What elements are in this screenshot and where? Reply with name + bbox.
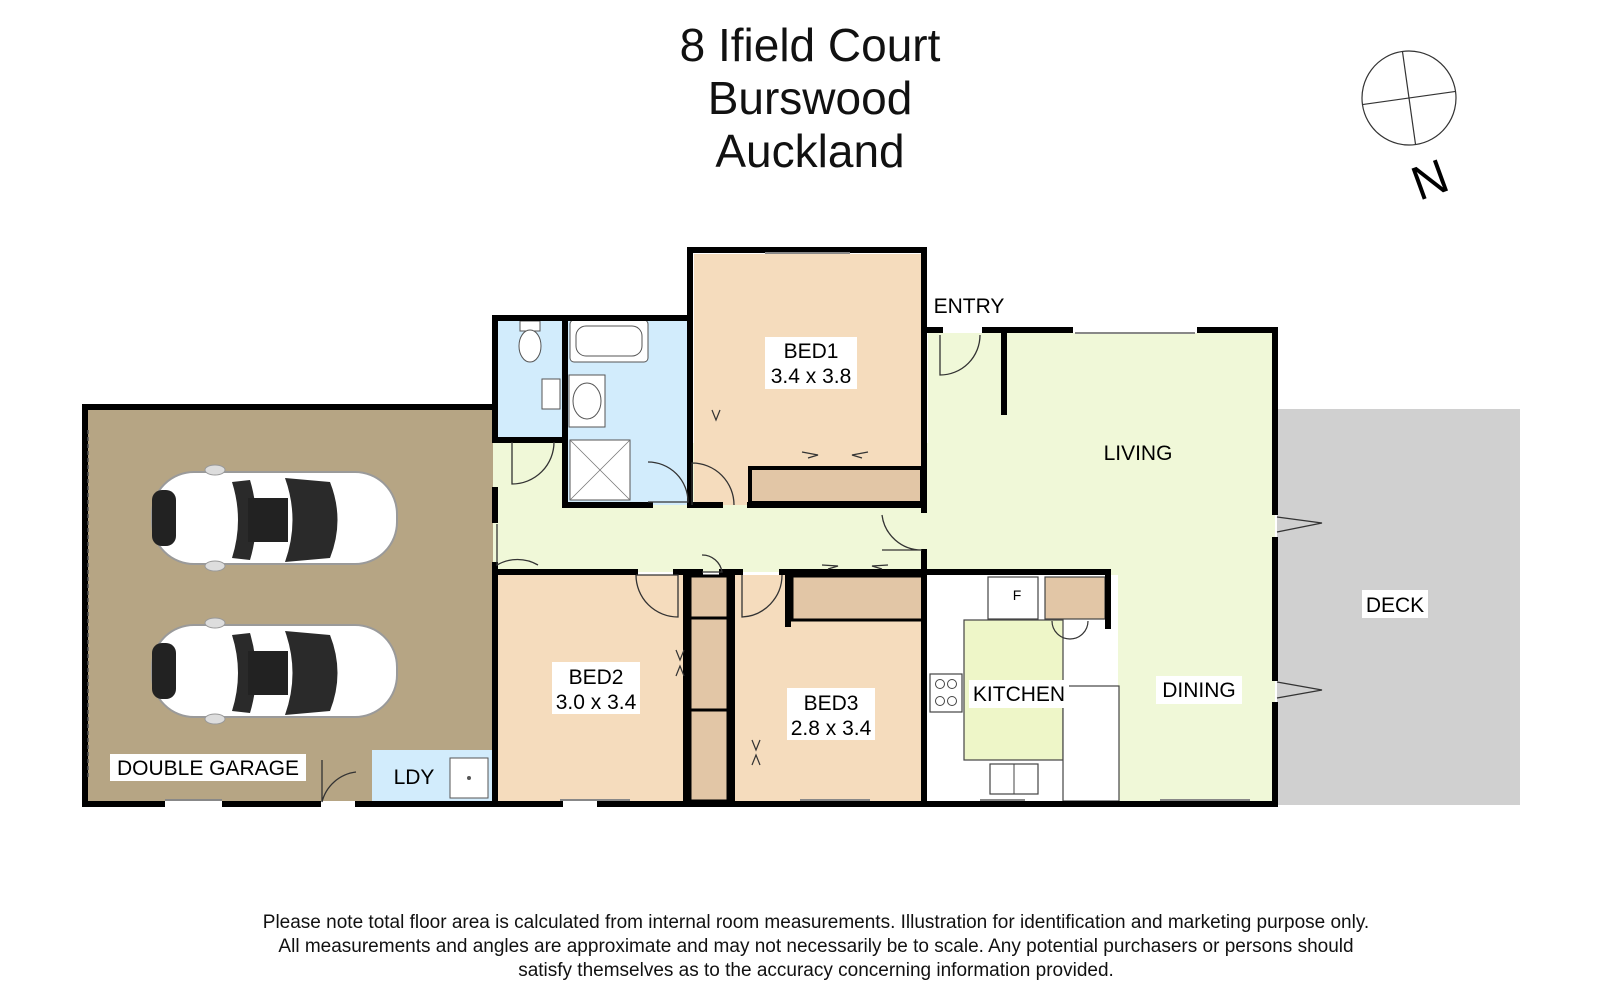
dining-label: DINING (1162, 679, 1236, 702)
bed2-label: BED2 (569, 666, 624, 689)
bed2-dims: 3.0 x 3.4 (556, 691, 637, 714)
compass-icon: N (1361, 50, 1457, 212)
car-icon (151, 464, 398, 572)
bed3-label: BED3 (804, 692, 859, 715)
north-label: N (1405, 150, 1456, 212)
cooktop-icon (929, 673, 963, 713)
vanity-icon (568, 374, 606, 428)
walls (82, 247, 1278, 807)
disclaimer-line-1: Please note total floor area is calculat… (262, 912, 1370, 933)
laundry-label: LDY (394, 766, 435, 789)
bed1-dims: 3.4 x 3.8 (771, 365, 852, 388)
pantry (1044, 576, 1106, 620)
car-icon (151, 617, 398, 725)
shower-icon (569, 439, 631, 501)
disclaimer-line-2: All measurements and angles are approxim… (278, 936, 1354, 957)
garage-label: DOUBLE GARAGE (117, 757, 299, 780)
bathtub-icon (569, 319, 649, 363)
bed3-dims: 2.8 x 3.4 (791, 717, 872, 740)
doors (321, 334, 981, 803)
entry-label: ENTRY (934, 295, 1005, 318)
deck-label: DECK (1366, 594, 1424, 617)
disclaimer-line-3: satisfy themselves as to the accuracy co… (518, 960, 1114, 981)
address-line-2: Burswood (707, 72, 913, 124)
kitchen-label: KITCHEN (973, 683, 1065, 706)
kitchen-sink-icon (989, 763, 1039, 795)
garage-area (85, 407, 493, 801)
toilet-icon (518, 320, 542, 363)
bed1-label: BED1 (784, 340, 839, 363)
fridge (987, 576, 1039, 620)
fridge-label: F (1013, 587, 1022, 603)
address-line-1: 8 Ifield Court (679, 19, 941, 71)
address-line-3: Auckland (715, 125, 905, 177)
basin-icon (541, 378, 561, 410)
laundry-tub-icon (449, 757, 489, 799)
living-label: LIVING (1104, 442, 1173, 465)
